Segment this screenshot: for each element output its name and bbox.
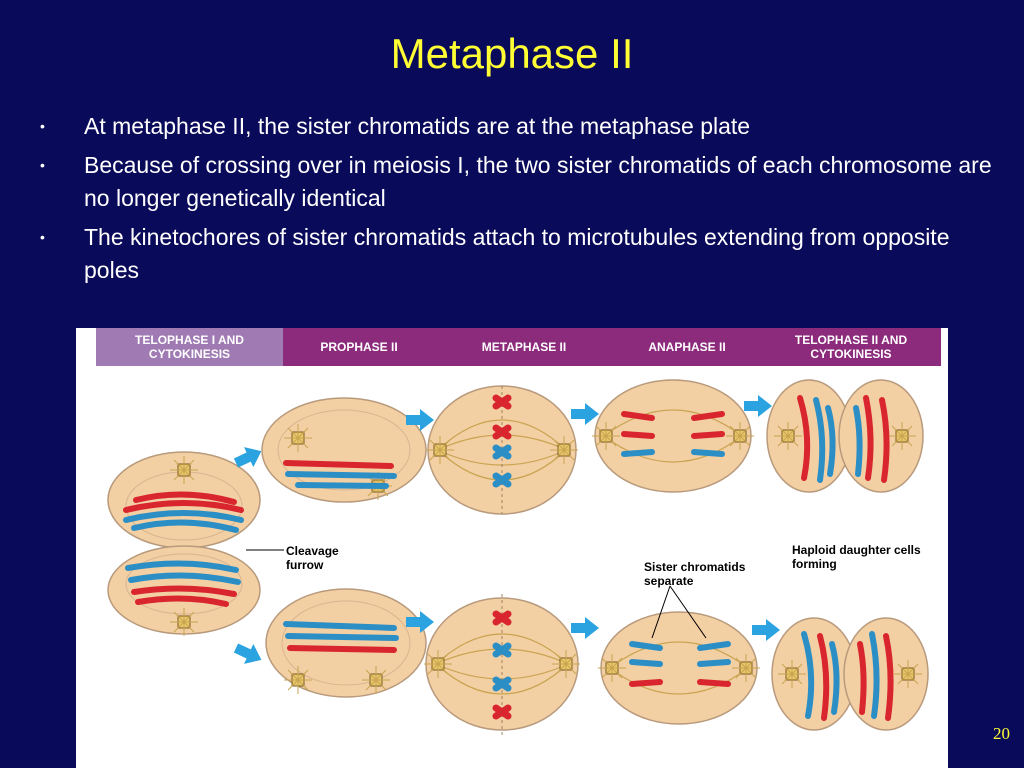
prophase-ii-top-cell (261, 397, 427, 503)
telophase-ii-top-cells (766, 379, 924, 493)
bullet-icon: • (40, 118, 45, 134)
bullet-text: The kinetochores of sister chromatids at… (84, 224, 950, 283)
bullet-icon: • (40, 157, 45, 173)
anaphase-ii-bottom-cell (597, 611, 761, 725)
cleavage-furrow-label: Cleavage furrow (286, 544, 339, 572)
slide-title: Metaphase II (390, 30, 634, 77)
stage-arrow-icon (744, 395, 772, 417)
stage-header-telophase-ii: TELOPHASE II AND CYTOKINESIS (794, 333, 908, 361)
stage-arrow-icon (571, 403, 599, 425)
telophase-i-bottom-cell (107, 545, 261, 637)
telophase-i-top-cell (107, 451, 261, 549)
bullet-item: • At metaphase II, the sister chromatids … (40, 110, 1000, 143)
bullet-text: At metaphase II, the sister chromatids a… (84, 113, 751, 139)
sister-chromatids-leader (651, 585, 707, 639)
stage-arrow-icon (571, 617, 599, 639)
bullet-list: • At metaphase II, the sister chromatids … (40, 110, 1000, 293)
bullet-item: • The kinetochores of sister chromatids a… (40, 221, 1000, 287)
stage-header-telophase-i: TELOPHASE I AND CYTOKINESIS (96, 328, 283, 366)
page-number: 20 (993, 724, 1010, 743)
metaphase-ii-top-cell (425, 385, 579, 515)
stage-header-prophase-ii: PROPHASE II (320, 340, 398, 354)
telophase-ii-bottom-cells (771, 617, 929, 731)
meiosis-figure: TELOPHASE I AND CYTOKINESIS PROPHASE II … (76, 328, 948, 768)
haploid-cells-label: Haploid daughter cells forming (792, 543, 921, 571)
stage-arrow-icon (231, 638, 267, 670)
bullet-icon: • (40, 229, 45, 245)
stage-arrow-icon (752, 619, 780, 641)
stage-header-anaphase-ii: ANAPHASE II (648, 340, 726, 354)
metaphase-ii-bottom-cell (423, 594, 581, 736)
stage-header-metaphase-ii: METAPHASE II (481, 340, 567, 354)
sister-chromatids-label: Sister chromatids separate (644, 560, 746, 588)
bullet-text: Because of crossing over in meiosis I, t… (84, 152, 992, 211)
bullet-item: • Because of crossing over in meiosis I, … (40, 149, 1000, 215)
anaphase-ii-top-cell (591, 379, 755, 493)
prophase-ii-bottom-cell (265, 588, 427, 698)
meiosis-illustration (107, 379, 929, 736)
